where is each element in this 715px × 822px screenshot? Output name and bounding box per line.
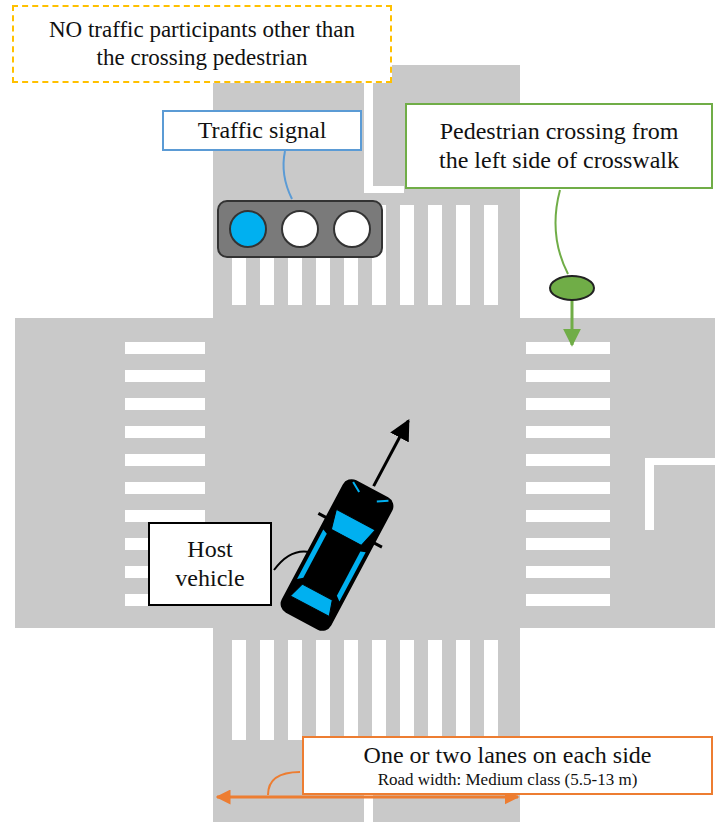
crosswalk-stripe (526, 510, 610, 522)
crosswalk-stripe (125, 510, 205, 522)
host-vehicle-figure (270, 404, 440, 638)
signal-housing (218, 201, 382, 257)
road-width-arrow (217, 796, 518, 799)
crosswalk-stripe (125, 398, 205, 410)
road-edge-mark (364, 186, 404, 193)
road-edge-mark (645, 458, 654, 530)
crosswalk-stripe (526, 454, 610, 466)
traffic-signal (218, 201, 382, 257)
crosswalk-stripe (400, 640, 414, 740)
crosswalk-stripe (232, 640, 246, 740)
crosswalk-stripe (372, 640, 386, 740)
pedestrian (550, 276, 594, 345)
vehicle-body (277, 476, 397, 635)
vehicle-headlights (350, 482, 388, 506)
crosswalk-stripe (526, 538, 610, 550)
crosswalk-stripe (125, 482, 205, 494)
horizontal-road (15, 318, 715, 628)
leader-line (274, 551, 310, 570)
vehicle-rear-window (290, 582, 336, 617)
road-edge-mark (364, 65, 373, 193)
crosswalk-stripe (526, 482, 610, 494)
crosswalks (125, 205, 610, 740)
crosswalk-stripe (125, 370, 205, 382)
crosswalk-stripe (288, 640, 302, 740)
leader-line (268, 772, 300, 795)
pedestrian-symbol (550, 276, 594, 300)
crosswalk-stripe (125, 454, 205, 466)
crosswalk-stripe (316, 640, 330, 740)
signal-lamp-lit (230, 211, 266, 247)
note-box: NO traffic participants other than the c… (12, 5, 392, 83)
crosswalk-stripe (260, 640, 274, 740)
crosswalk-stripe (344, 640, 358, 740)
crosswalk-stripe (484, 205, 498, 305)
leader-line (284, 151, 292, 199)
signal-lamp (334, 211, 370, 247)
crosswalk-stripe (428, 640, 442, 740)
leader-line (556, 190, 569, 274)
callout-text: NO traffic participants other than the c… (44, 16, 360, 71)
callout-text: One or two lanes on each side (364, 741, 652, 770)
vehicle-side-window (297, 530, 328, 582)
callout-box: Traffic signal (162, 110, 362, 151)
crosswalk-stripe (526, 370, 610, 382)
crosswalk-stripe (526, 426, 610, 438)
vehicle-side-window (335, 550, 366, 602)
crosswalk-stripe (484, 640, 498, 740)
crosswalk-stripe (526, 594, 610, 606)
callout-subtext: Road width: Medium class (5.5-13 m) (378, 770, 638, 790)
crosswalk-stripe (526, 566, 610, 578)
crosswalk-stripe (400, 205, 414, 305)
crosswalk-stripe (125, 342, 205, 354)
signal-lamp (282, 211, 318, 247)
crosswalk-stripe (526, 342, 610, 354)
crosswalk-stripe (428, 205, 442, 305)
crosswalk-stripe (456, 640, 470, 740)
vehicle-windshield (327, 509, 375, 547)
crosswalk-stripe (456, 205, 470, 305)
crosswalk-stripe (526, 398, 610, 410)
callout-text: Pedestrian crossing from the left side o… (425, 117, 693, 175)
vehicle-direction-arrow (374, 421, 409, 486)
pedestrian-direction-arrow (571, 299, 574, 345)
callout-box: Pedestrian crossing from the left side o… (405, 103, 713, 189)
crosswalk-stripe (125, 426, 205, 438)
callout-box: One or two lanes on each sideRoad width:… (302, 736, 713, 795)
callout-box: Host vehicle (148, 522, 272, 606)
callout-text: Host vehicle (162, 535, 258, 593)
callout-text: Traffic signal (198, 116, 327, 145)
leader-lines (268, 151, 568, 795)
roads (15, 65, 715, 822)
road-edge-mark (645, 458, 715, 465)
